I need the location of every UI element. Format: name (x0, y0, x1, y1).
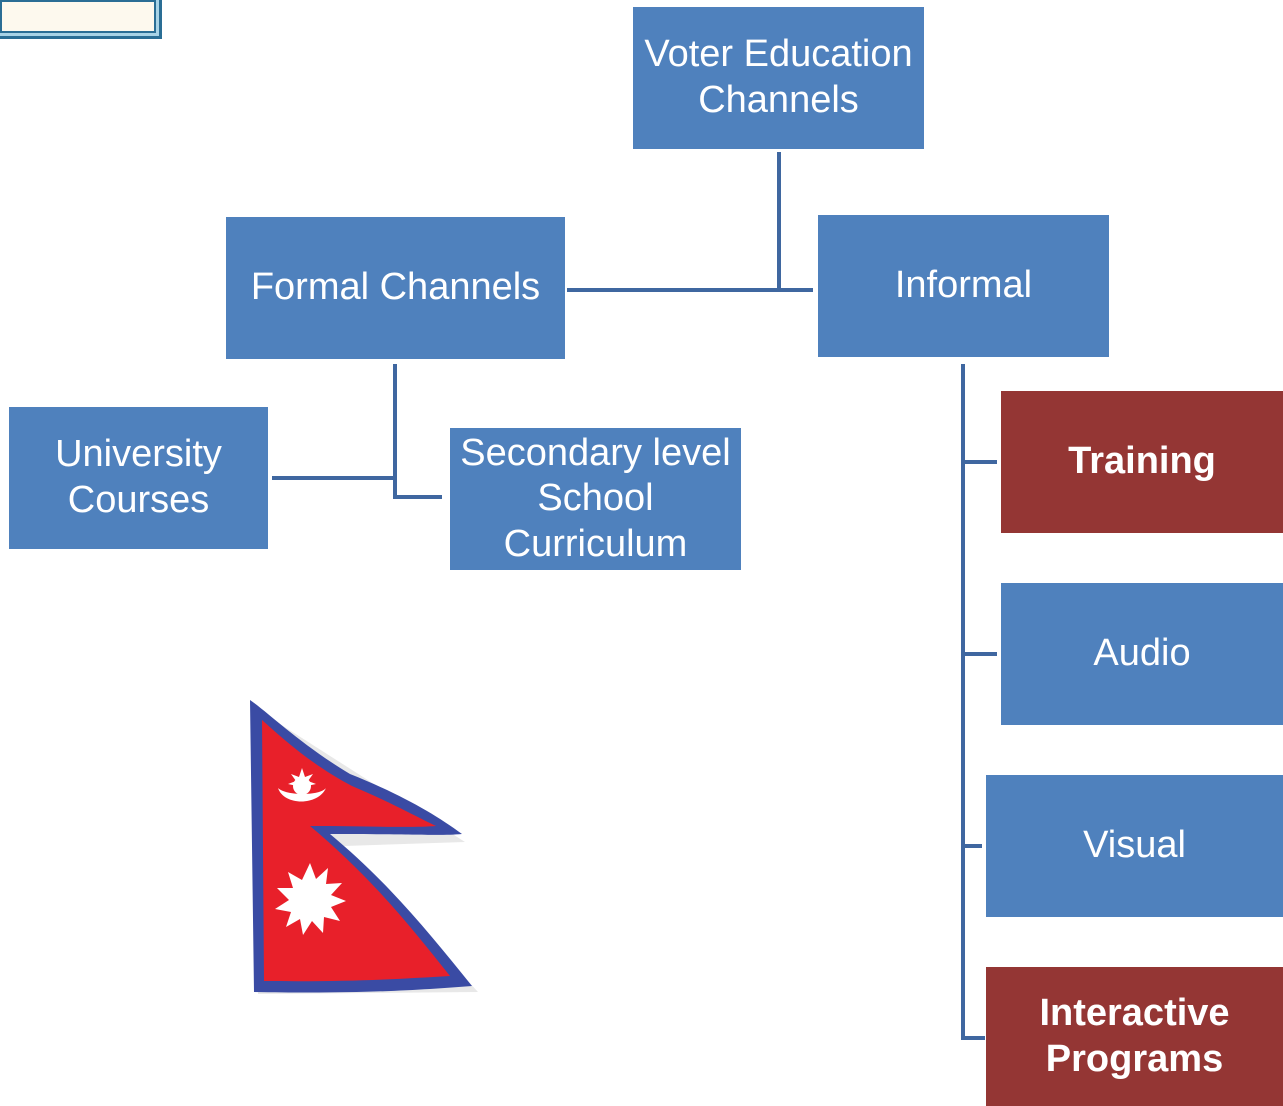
university-courses-node: University Courses (9, 407, 268, 549)
audio-node: Audio (1001, 583, 1283, 725)
university-courses-label: University Courses (55, 433, 222, 521)
root-node-label: Voter Education Channels (644, 33, 913, 121)
formal-channels-node: Formal Channels (226, 217, 565, 359)
audio-label: Audio (1093, 632, 1191, 675)
secondary-curriculum-node: Secondary level School Curriculum (450, 428, 741, 570)
visual-label: Visual (1083, 824, 1186, 867)
root-node: Voter Education Channels (633, 7, 924, 149)
connector-formal-children (393, 364, 442, 499)
corner-frame-icon (0, 0, 162, 39)
formal-channels-label: Formal Channels (250, 266, 541, 309)
nepal-flag-icon (250, 700, 478, 994)
connector-informal-trunk (961, 364, 985, 1040)
training-node: Training (1001, 391, 1283, 533)
interactive-programs-node: Interactive Programs (986, 967, 1283, 1106)
visual-node: Visual (986, 775, 1283, 917)
informal-label: Informal (894, 264, 1033, 307)
training-label: Training (1068, 440, 1216, 483)
interactive-programs-label: Interactive Programs (1039, 991, 1230, 1080)
secondary-curriculum-label: Secondary level School Curriculum (460, 431, 731, 565)
informal-node: Informal (818, 215, 1109, 357)
